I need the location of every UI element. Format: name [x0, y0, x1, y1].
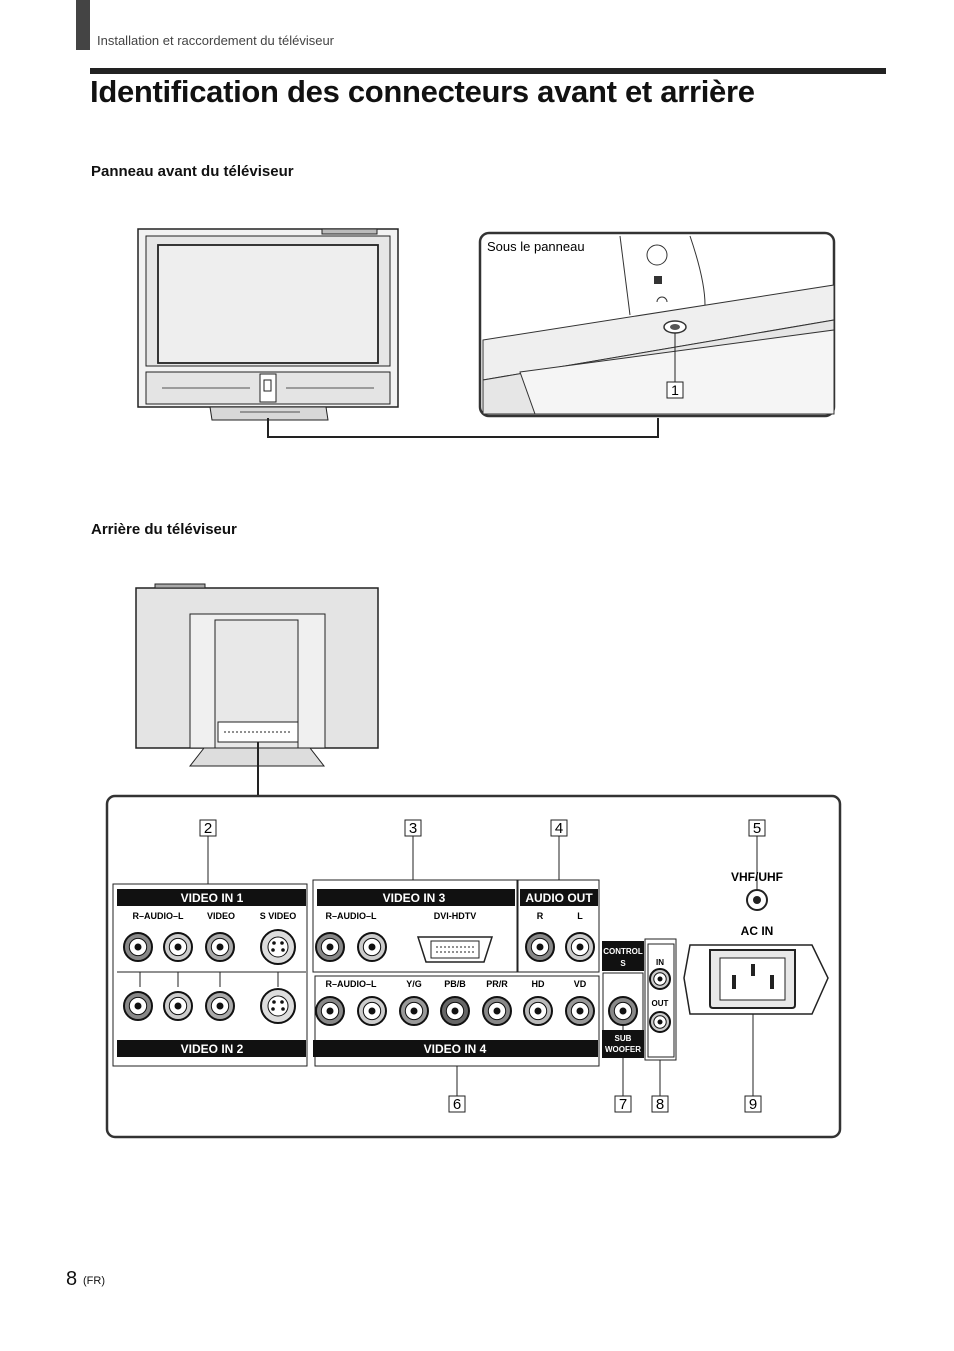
- rear-callouts: 2 3 4 5 6 7 8 9: [199, 819, 766, 1113]
- jack-vin4-vd: [565, 996, 595, 1026]
- jack-vin4-pr: [482, 996, 512, 1026]
- svg-text:R: R: [537, 911, 544, 921]
- front-callout-box: 1 Sous le panneau: [478, 231, 836, 418]
- svg-text:S VIDEO: S VIDEO: [260, 911, 297, 921]
- front-panel-heading: Panneau avant du téléviseur: [91, 163, 294, 180]
- title-rule: [90, 68, 886, 74]
- jack-vin1-audio-r: [123, 932, 153, 962]
- svg-text:DVI-HDTV: DVI-HDTV: [434, 911, 477, 921]
- svg-text:HD: HD: [532, 979, 545, 989]
- svg-text:OUT: OUT: [652, 999, 669, 1008]
- svg-text:SUB: SUB: [615, 1034, 632, 1043]
- jack-vin3-audio-l: [357, 932, 387, 962]
- svg-text:WOOFER: WOOFER: [605, 1045, 641, 1054]
- jack-vin4-hd: [523, 996, 553, 1026]
- svg-text:R–AUDIO–L: R–AUDIO–L: [325, 979, 377, 989]
- svg-text:Y/G: Y/G: [406, 979, 422, 989]
- antenna-power-group: VHF/UHF AC IN: [683, 870, 829, 1015]
- page-title: Identification des connecteurs avant et …: [90, 74, 755, 109]
- callout-1: 1: [671, 382, 679, 398]
- svg-text:R–AUDIO–L: R–AUDIO–L: [325, 911, 377, 921]
- svg-text:L: L: [577, 911, 583, 921]
- callout-7: 7: [619, 1096, 627, 1113]
- video-in-4-label: VIDEO IN 4: [424, 1042, 487, 1056]
- audio-out-label: AUDIO OUT: [525, 891, 593, 905]
- running-header: Installation et raccordement du télévise…: [97, 33, 335, 48]
- jack-vin2-svideo: [260, 988, 296, 1024]
- page-language: (FR): [83, 1275, 105, 1287]
- vhf-uhf-label: VHF/UHF: [731, 870, 783, 884]
- video-in-2-label: VIDEO IN 2: [181, 1042, 244, 1056]
- jack-vin1-video: [205, 932, 235, 962]
- jack-vin2-audio-r: [123, 991, 153, 1021]
- jack-audio-out-l: [565, 932, 595, 962]
- svg-text:PR/R: PR/R: [486, 979, 508, 989]
- jack-vin1-audio-l: [163, 932, 193, 962]
- rca-jacks: [123, 929, 671, 1033]
- jack-control-s-out: [649, 1011, 671, 1033]
- callout-6: 6: [453, 1096, 461, 1113]
- page-number: 8: [66, 1268, 78, 1290]
- callout-5: 5: [753, 820, 761, 837]
- rear-tv-illustration: [135, 583, 379, 767]
- jack-vin4-pb: [440, 996, 470, 1026]
- header-accent-bar: [76, 0, 90, 50]
- jack-control-s-in: [649, 968, 671, 990]
- callout-3: 3: [409, 820, 417, 837]
- callout-4: 4: [555, 820, 563, 837]
- callout-caption: Sous le panneau: [487, 239, 585, 254]
- svg-text:R–AUDIO–L: R–AUDIO–L: [132, 911, 184, 921]
- jack-audio-out-r: [525, 932, 555, 962]
- jack-vin4-y: [399, 996, 429, 1026]
- control-s-group: CONTROL S SUB WOOFER IN OUT: [602, 938, 677, 1061]
- svg-text:PB/B: PB/B: [444, 979, 466, 989]
- jack-vin3-audio-r: [315, 932, 345, 962]
- callout-9: 9: [749, 1096, 757, 1113]
- svg-text:VD: VD: [574, 979, 587, 989]
- video-in-1-2-group: VIDEO IN 1 R–AUDIO–L VIDEO S VIDEO VIDEO…: [112, 883, 308, 1067]
- ac-in-label: AC IN: [741, 924, 774, 938]
- rear-panel-heading: Arrière du téléviseur: [91, 521, 237, 538]
- video-in-1-label: VIDEO IN 1: [181, 891, 244, 905]
- jack-vin2-video: [205, 991, 235, 1021]
- svg-text:IN: IN: [656, 958, 664, 967]
- svg-text:S: S: [620, 959, 626, 968]
- video-in-3-label: VIDEO IN 3: [383, 891, 446, 905]
- front-tv-illustration: [137, 228, 399, 421]
- jack-sub-woofer: [608, 996, 638, 1026]
- svg-text:VIDEO: VIDEO: [207, 911, 235, 921]
- callout-2: 2: [204, 820, 212, 837]
- callout-8: 8: [656, 1096, 664, 1113]
- video-in-3-4-group: VIDEO IN 3 R–AUDIO–L DVI-HDTV R–AUDIO–L …: [312, 879, 600, 1067]
- svg-text:CONTROL: CONTROL: [603, 947, 643, 956]
- jack-vin4-audio-r: [315, 996, 345, 1026]
- jack-vin2-audio-l: [163, 991, 193, 1021]
- jack-vin1-svideo: [260, 929, 296, 965]
- jack-vin4-audio-l: [357, 996, 387, 1026]
- audio-out-group: AUDIO OUT R L: [517, 879, 600, 973]
